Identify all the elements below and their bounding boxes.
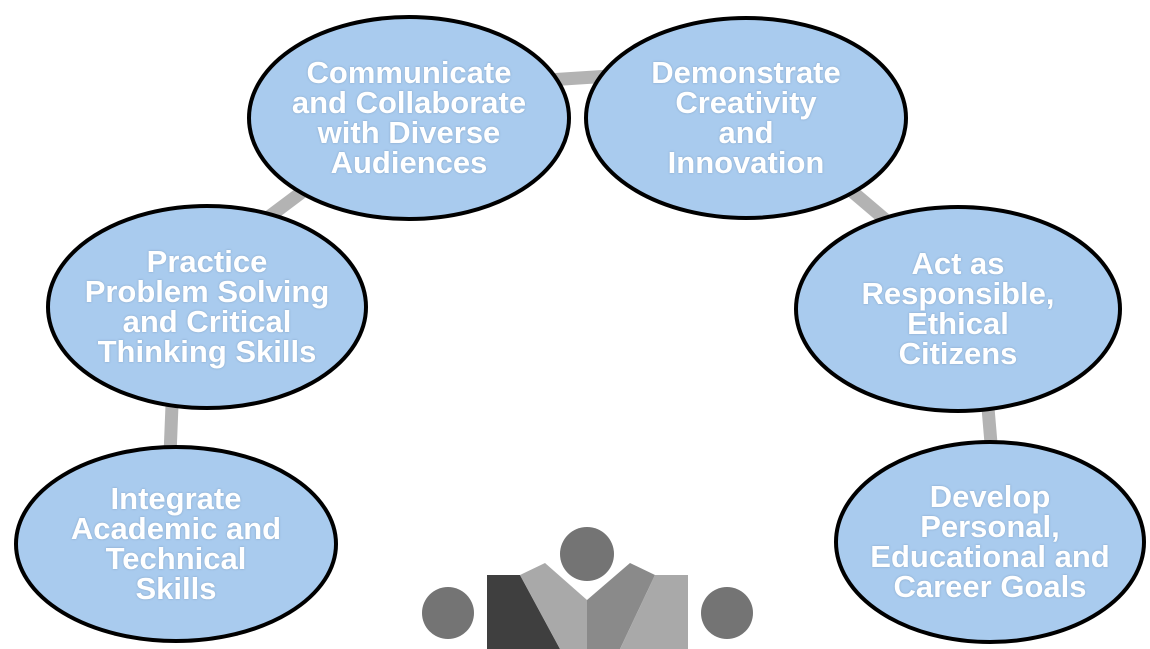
logo-body-center-left <box>520 563 587 649</box>
node-demonstrate-shape <box>584 16 908 220</box>
logo-head-right <box>701 587 753 639</box>
node-practice-shape <box>46 204 368 410</box>
logo-head-left <box>422 587 474 639</box>
logo-body-right <box>620 575 688 649</box>
people-group-icon <box>422 527 753 649</box>
node-act-shape <box>794 205 1122 413</box>
nodes <box>14 15 1146 644</box>
logo-head-center <box>560 527 614 581</box>
logo-body-left <box>487 575 560 649</box>
node-communicate-shape <box>247 15 571 221</box>
logo-body-center-right <box>587 563 655 649</box>
node-develop-shape <box>834 440 1146 644</box>
node-integrate-shape <box>14 445 338 643</box>
